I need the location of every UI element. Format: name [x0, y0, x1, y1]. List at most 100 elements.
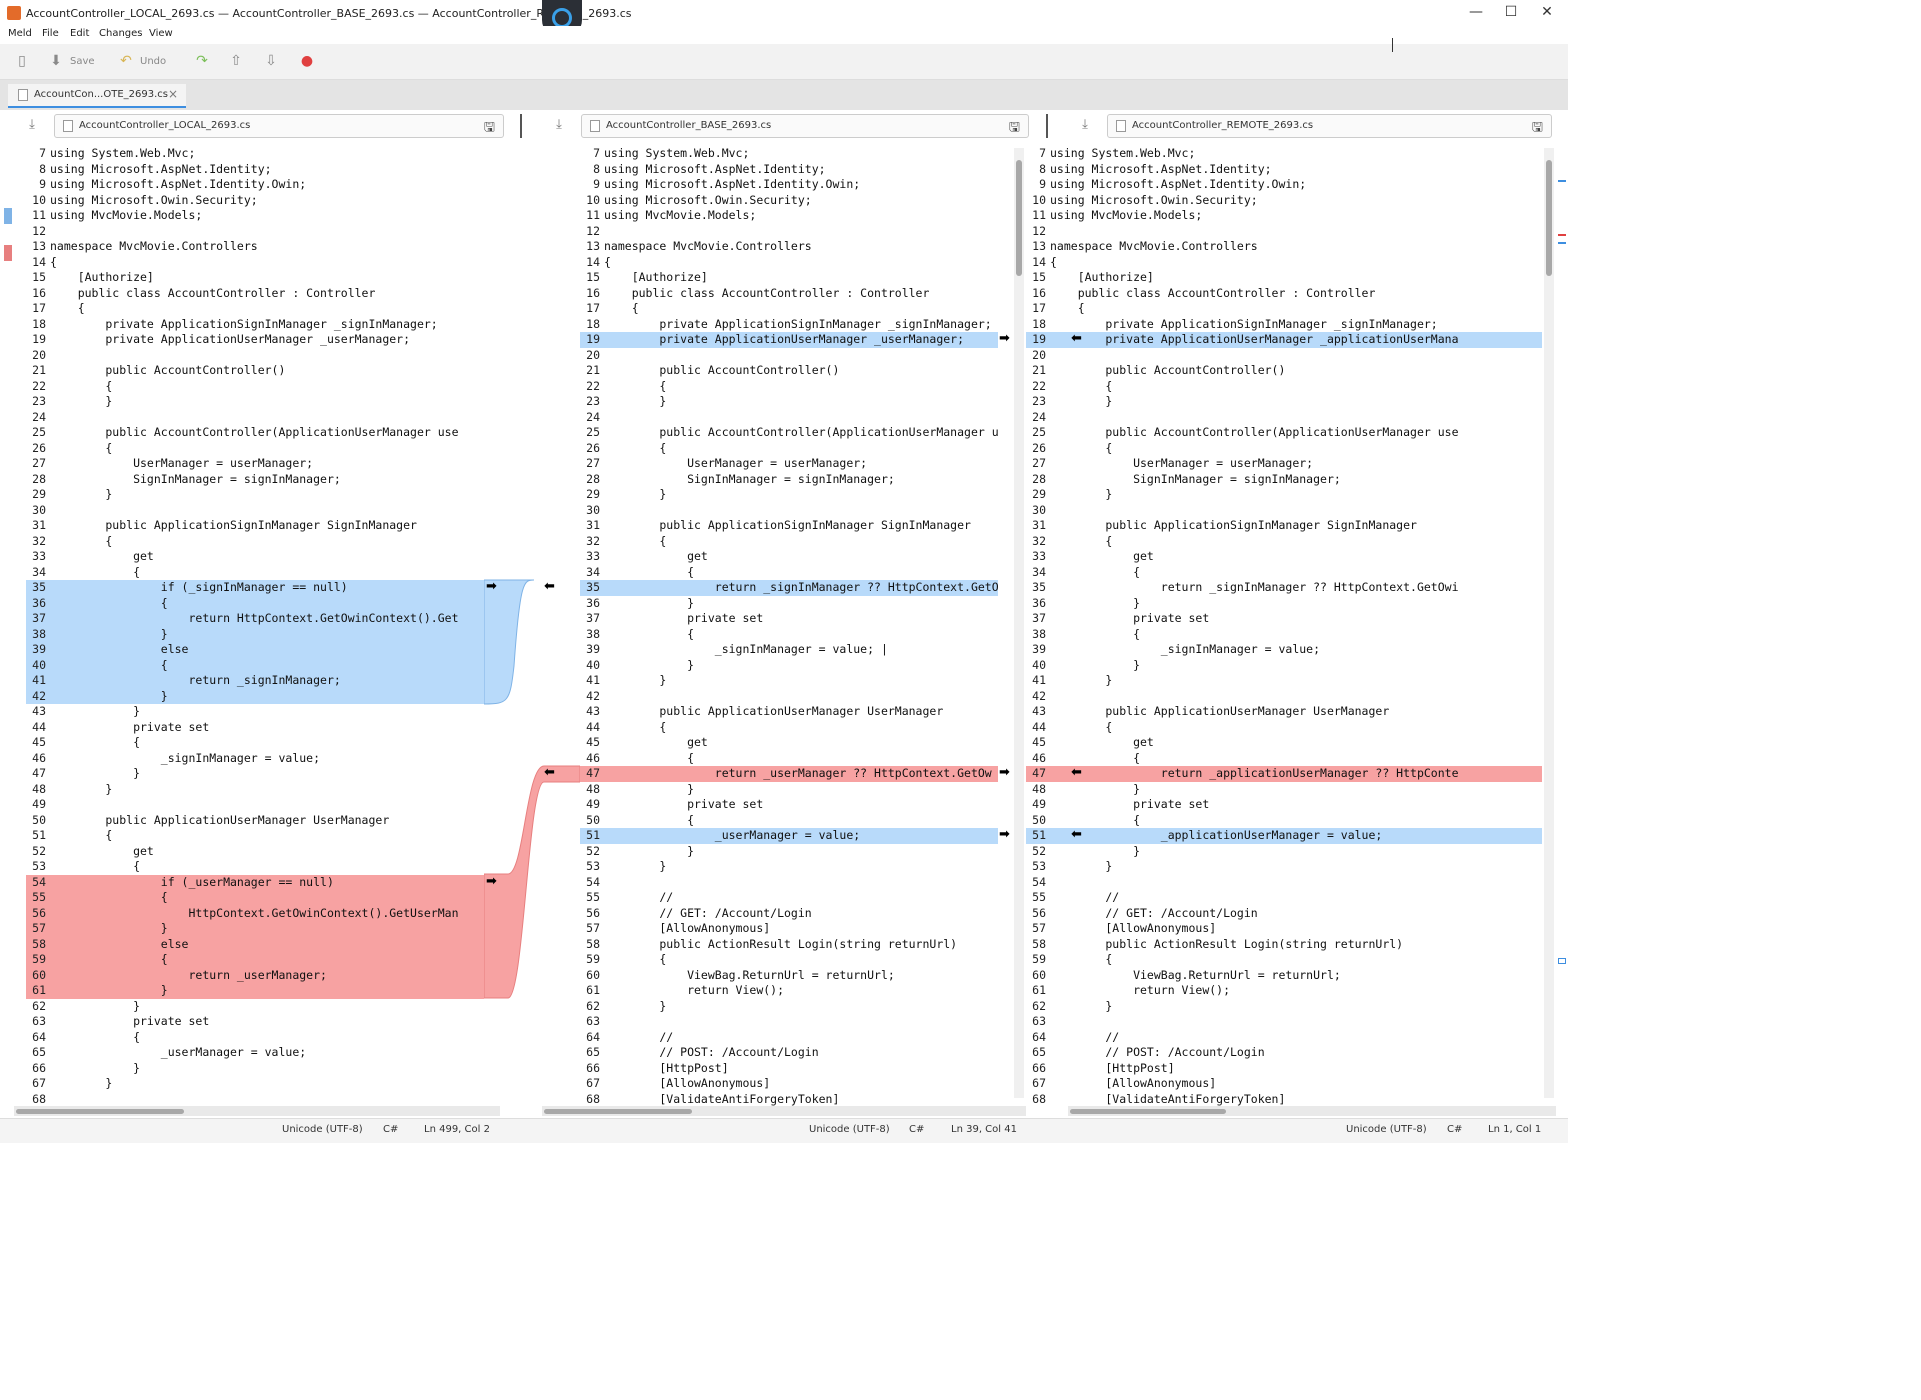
- code-line[interactable]: 12: [26, 224, 484, 240]
- code-line[interactable]: 17 {: [1026, 301, 1542, 317]
- push-left-arrow-icon[interactable]: ⬅: [544, 579, 555, 594]
- code-text[interactable]: }: [604, 998, 667, 1013]
- code-line[interactable]: 59 {: [580, 952, 998, 968]
- code-line[interactable]: 46 {: [580, 751, 998, 767]
- code-line[interactable]: 20: [1026, 348, 1542, 364]
- code-line[interactable]: 22 {: [580, 379, 998, 395]
- code-line[interactable]: 57 }: [26, 921, 484, 937]
- code-text[interactable]: }: [1050, 487, 1113, 501]
- code-line[interactable]: 28 SignInManager = signInManager;: [1026, 472, 1542, 488]
- code-line[interactable]: 67 }: [26, 1076, 484, 1092]
- code-line[interactable]: 41 }: [580, 673, 998, 689]
- code-text[interactable]: using Microsoft.Owin.Security;: [1050, 192, 1258, 207]
- code-text[interactable]: HttpContext.GetOwinContext().GetUserMan: [50, 905, 459, 920]
- local-file-field[interactable]: AccountController_LOCAL_2693.cs 🖫: [54, 114, 504, 138]
- code-text[interactable]: get: [1050, 549, 1154, 563]
- code-text[interactable]: }: [1050, 781, 1141, 796]
- code-text[interactable]: public class AccountController : Control…: [1050, 285, 1376, 300]
- right-language-select[interactable]: C#: [1447, 1124, 1463, 1135]
- base-vertical-scrollbar[interactable]: [1014, 148, 1024, 1098]
- code-text[interactable]: //: [1050, 1029, 1120, 1044]
- code-text[interactable]: }: [604, 487, 667, 501]
- code-line[interactable]: 38 {: [580, 627, 998, 643]
- code-text[interactable]: }: [50, 1076, 113, 1090]
- code-text[interactable]: [ValidateAntiForgeryToken]: [1050, 1091, 1286, 1106]
- code-line[interactable]: 67 [AllowAnonymous]: [580, 1076, 998, 1092]
- redo-button[interactable]: ↷: [194, 52, 216, 72]
- code-line[interactable]: 36 }: [580, 596, 998, 612]
- code-text[interactable]: {: [1050, 378, 1113, 393]
- code-text[interactable]: }: [1050, 859, 1113, 873]
- code-line[interactable]: 54: [580, 875, 998, 891]
- code-text[interactable]: else: [50, 936, 189, 951]
- code-text[interactable]: private set: [604, 797, 764, 811]
- menu-meld[interactable]: Meld: [8, 28, 32, 39]
- code-line[interactable]: 46 {: [1026, 751, 1542, 767]
- code-text[interactable]: [ValidateAntiForgeryToken]: [604, 1091, 840, 1106]
- code-line[interactable]: 31 public ApplicationSignInManager SignI…: [26, 518, 484, 534]
- right-encoding-select[interactable]: Unicode (UTF-8): [1346, 1124, 1427, 1135]
- code-line[interactable]: 21 public AccountController(): [1026, 363, 1542, 379]
- code-text[interactable]: private set: [604, 611, 764, 625]
- code-line[interactable]: 31 public ApplicationSignInManager SignI…: [580, 518, 998, 534]
- maximize-button[interactable]: ☐: [1504, 4, 1518, 20]
- code-text[interactable]: }: [1050, 673, 1113, 687]
- code-line[interactable]: 39 _signInManager = value;: [1026, 642, 1542, 658]
- undo-button[interactable]: ↶Undo: [118, 52, 166, 72]
- code-line[interactable]: 60 ViewBag.ReturnUrl = returnUrl;: [580, 968, 998, 984]
- code-line[interactable]: 55 //: [1026, 890, 1542, 906]
- code-text[interactable]: {: [50, 595, 168, 610]
- code-line[interactable]: 44 {: [1026, 720, 1542, 736]
- download-arrow-icon[interactable]: ⤓: [556, 117, 562, 132]
- code-line[interactable]: 53 }: [1026, 859, 1542, 875]
- code-text[interactable]: using Microsoft.Owin.Security;: [50, 192, 258, 207]
- code-text[interactable]: using Microsoft.AspNet.Identity;: [50, 161, 272, 176]
- code-text[interactable]: _applicationUserManager = value;: [1050, 828, 1383, 842]
- code-line[interactable]: 51 _applicationUserManager = value;: [1026, 828, 1542, 844]
- remote-overview-map[interactable]: [1556, 150, 1568, 970]
- code-line[interactable]: 51 _userManager = value;: [580, 828, 998, 844]
- code-line[interactable]: 66 [HttpPost]: [580, 1061, 998, 1077]
- code-text[interactable]: {: [604, 533, 667, 548]
- code-line[interactable]: 34 {: [26, 565, 484, 581]
- code-line[interactable]: 15 [Authorize]: [580, 270, 998, 286]
- code-line[interactable]: 60 ViewBag.ReturnUrl = returnUrl;: [1026, 968, 1542, 984]
- code-text[interactable]: SignInManager = signInManager;: [50, 471, 341, 486]
- code-line[interactable]: 28 SignInManager = signInManager;: [26, 472, 484, 488]
- code-text[interactable]: using Microsoft.AspNet.Identity;: [1050, 161, 1272, 176]
- code-line[interactable]: 25 public AccountController(ApplicationU…: [26, 425, 484, 441]
- code-line[interactable]: 60 return _userManager;: [26, 967, 484, 983]
- left-language-select[interactable]: C#: [383, 1124, 399, 1135]
- push-right-arrow-icon[interactable]: ➡: [486, 873, 497, 889]
- code-line[interactable]: 37 private set: [580, 611, 998, 627]
- code-line[interactable]: 40 }: [580, 658, 998, 674]
- code-line[interactable]: 61 }: [26, 983, 484, 999]
- code-text[interactable]: }: [50, 1060, 141, 1075]
- code-line[interactable]: 16 public class AccountController : Cont…: [580, 286, 998, 302]
- code-text[interactable]: {: [604, 626, 695, 641]
- code-text[interactable]: using MvcMovie.Models;: [604, 208, 757, 222]
- code-text[interactable]: }: [604, 657, 695, 672]
- code-line[interactable]: 22 {: [1026, 379, 1542, 395]
- code-text[interactable]: }: [604, 595, 695, 610]
- code-text[interactable]: public class AccountController : Control…: [604, 285, 930, 300]
- code-text[interactable]: }: [50, 998, 141, 1013]
- code-text[interactable]: [Authorize]: [50, 270, 154, 284]
- code-line[interactable]: 26 {: [26, 441, 484, 457]
- code-line[interactable]: 12: [1026, 224, 1542, 240]
- code-text[interactable]: return _userManager;: [50, 967, 327, 982]
- code-line[interactable]: 54: [1026, 875, 1542, 891]
- code-text[interactable]: private set: [1050, 797, 1210, 811]
- code-text[interactable]: ViewBag.ReturnUrl = returnUrl;: [1050, 967, 1341, 982]
- code-text[interactable]: public AccountController(): [604, 363, 840, 377]
- code-line[interactable]: 25 public AccountController(ApplicationU…: [1026, 425, 1542, 441]
- local-horizontal-scrollbar[interactable]: [14, 1106, 500, 1116]
- code-line[interactable]: 21 public AccountController(): [580, 363, 998, 379]
- menu-view[interactable]: View: [149, 28, 173, 39]
- code-text[interactable]: {: [1050, 812, 1141, 827]
- code-line[interactable]: 27 UserManager = userManager;: [26, 456, 484, 472]
- code-line[interactable]: 40 {: [26, 657, 484, 673]
